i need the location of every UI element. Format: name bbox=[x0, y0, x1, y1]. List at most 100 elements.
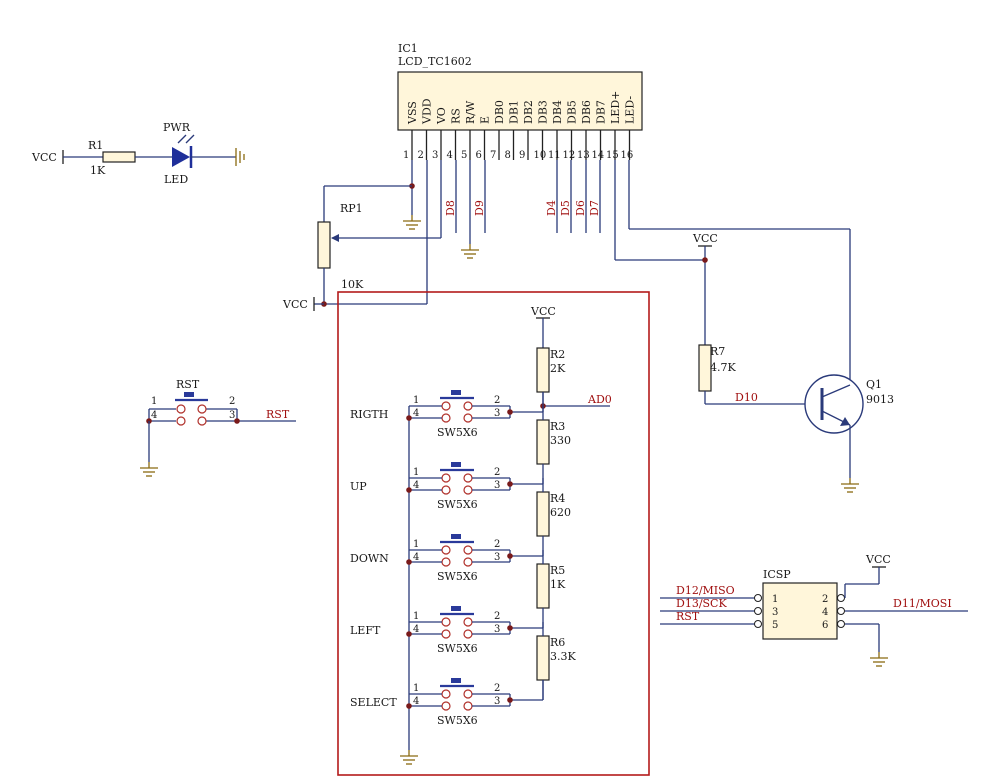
power-led-section: VCC R1 1K PWR LED bbox=[31, 121, 245, 186]
switch-part-label: SW5X6 bbox=[437, 642, 478, 655]
lcd-pin-name: DB5 bbox=[566, 100, 579, 124]
button-pin-3: 3 bbox=[494, 552, 500, 563]
lcd-ic1: IC1 LCD_TC1602 VSS1VDD2VO3RS4R/W5E6DB07D… bbox=[397, 42, 643, 161]
backlight-driver: VCC R7 4.7K D10 Q1 9013 bbox=[692, 232, 894, 493]
lcd-pin-name: DB7 bbox=[595, 100, 608, 124]
icsp-header: ICSP D12/MISO D13/SCK RST 1 3 5 2 4 6 VC… bbox=[660, 553, 968, 667]
net-d4: D4 bbox=[545, 200, 558, 216]
switch-part-label: SW5X6 bbox=[437, 498, 478, 511]
net-d6: D6 bbox=[574, 200, 587, 216]
switch-cap-icon bbox=[451, 462, 461, 467]
button-pin-2: 2 bbox=[494, 467, 500, 478]
resistor-r1 bbox=[102, 151, 136, 163]
lcd-pin-name: DB3 bbox=[537, 100, 550, 124]
lcd-pin-name: LED+ bbox=[609, 91, 622, 124]
lcd-pin-name: DB6 bbox=[580, 100, 593, 124]
led-icon bbox=[172, 147, 190, 167]
d10-net: D10 bbox=[735, 391, 758, 404]
r1-label: R1 bbox=[88, 139, 103, 152]
lcd-pin-number: 15 bbox=[606, 150, 619, 161]
icsp-net-rst: RST bbox=[676, 610, 700, 623]
lcd-pin-name: VO bbox=[435, 107, 448, 125]
switch-cap-icon bbox=[451, 606, 461, 611]
button-pin-1: 1 bbox=[413, 539, 419, 550]
lcd-pin-number: 13 bbox=[577, 150, 590, 161]
button-label: RIGTH bbox=[350, 408, 388, 421]
lcd-net-labels: D8 D9 D4 D5 D6 D7 bbox=[444, 200, 601, 216]
ladder-vcc-label: VCC bbox=[530, 305, 556, 318]
button-label: UP bbox=[350, 480, 367, 493]
button-pin-4: 4 bbox=[413, 696, 419, 707]
button-pin-4: 4 bbox=[413, 552, 419, 563]
net-d7: D7 bbox=[588, 200, 601, 216]
lcd-body bbox=[397, 71, 643, 131]
icsp-title: ICSP bbox=[763, 568, 791, 581]
button-section-outline bbox=[337, 291, 650, 776]
ladder-resistor bbox=[536, 635, 550, 681]
button-pin-2: 2 bbox=[494, 683, 500, 694]
rst-pin-1: 1 bbox=[151, 396, 157, 407]
switch-part-label: SW5X6 bbox=[437, 426, 478, 439]
button-label: DOWN bbox=[350, 552, 389, 565]
button-pin-4: 4 bbox=[413, 480, 419, 491]
ladder-resistor-ref: R5 bbox=[550, 564, 565, 577]
r7-value: 4.7K bbox=[710, 361, 736, 374]
switch-cap-icon bbox=[451, 678, 461, 683]
lcd-pin-name: R/W bbox=[464, 100, 477, 124]
button-pin-1: 1 bbox=[413, 683, 419, 694]
lcd-pin-number: 14 bbox=[592, 150, 605, 161]
ladder-resistor-ref: R4 bbox=[550, 492, 565, 505]
button-pin-2: 2 bbox=[494, 539, 500, 550]
r1-value: 1K bbox=[90, 164, 106, 177]
button-pin-3: 3 bbox=[494, 624, 500, 635]
lcd-pin-name: DB4 bbox=[551, 100, 564, 124]
icsp-net-mosi: D11/MOSI bbox=[893, 597, 952, 610]
icsp-net-miso: D12/MISO bbox=[676, 584, 735, 597]
switch-cap-icon bbox=[451, 390, 461, 395]
button-pin-2: 2 bbox=[494, 395, 500, 406]
q1-part: 9013 bbox=[866, 393, 894, 406]
lcd-pin-name: DB1 bbox=[508, 100, 521, 124]
ladder-resistor-ref: R6 bbox=[550, 636, 565, 649]
ladder-resistor bbox=[536, 563, 550, 609]
bl-vcc-label: VCC bbox=[692, 232, 718, 245]
rst-pin-2: 2 bbox=[229, 396, 235, 407]
ladder-resistor-value: 1K bbox=[550, 578, 566, 591]
lcd-pin-number: 16 bbox=[621, 150, 634, 161]
rst-ref: RST bbox=[176, 378, 200, 391]
ladder-resistor-value: 620 bbox=[550, 506, 571, 519]
lcd-pin-name: RS bbox=[450, 108, 463, 124]
led-name: PWR bbox=[163, 121, 191, 134]
rp1-value: 10K bbox=[341, 278, 364, 291]
ladder-resistor-value: 3.3K bbox=[550, 650, 576, 663]
lcd-pin-number: 5 bbox=[461, 150, 467, 161]
reset-switch: RST 1 2 3 4 RST bbox=[139, 378, 296, 477]
lcd-pin-number: 8 bbox=[505, 150, 511, 161]
button-pin-1: 1 bbox=[413, 467, 419, 478]
lcd-part: LCD_TC1602 bbox=[398, 55, 472, 68]
lcd-pin-name: VSS bbox=[406, 101, 419, 125]
rst-net: RST bbox=[266, 408, 290, 421]
rp1-body bbox=[317, 221, 331, 269]
net-d9: D9 bbox=[473, 200, 486, 216]
lcd-pin-number: 3 bbox=[432, 150, 438, 161]
lcd-pin-number: 7 bbox=[490, 150, 496, 161]
lcd-ref: IC1 bbox=[398, 42, 418, 55]
ladder-resistor bbox=[536, 419, 550, 465]
ladder-resistor bbox=[536, 491, 550, 537]
lcd-pin-name: E bbox=[479, 116, 492, 124]
icsp-vcc-label: VCC bbox=[865, 553, 891, 566]
switch-cap-icon bbox=[451, 534, 461, 539]
pot-vcc-label: VCC bbox=[282, 298, 308, 311]
lcd-wiring bbox=[323, 160, 851, 385]
button-pin-1: 1 bbox=[413, 611, 419, 622]
lcd-pin-group: VSS1VDD2VO3RS4R/W5E6DB07DB18DB29DB310DB4… bbox=[403, 91, 637, 161]
icsp-pin-3: 3 bbox=[772, 607, 778, 618]
icsp-pin-2: 2 bbox=[822, 594, 828, 605]
